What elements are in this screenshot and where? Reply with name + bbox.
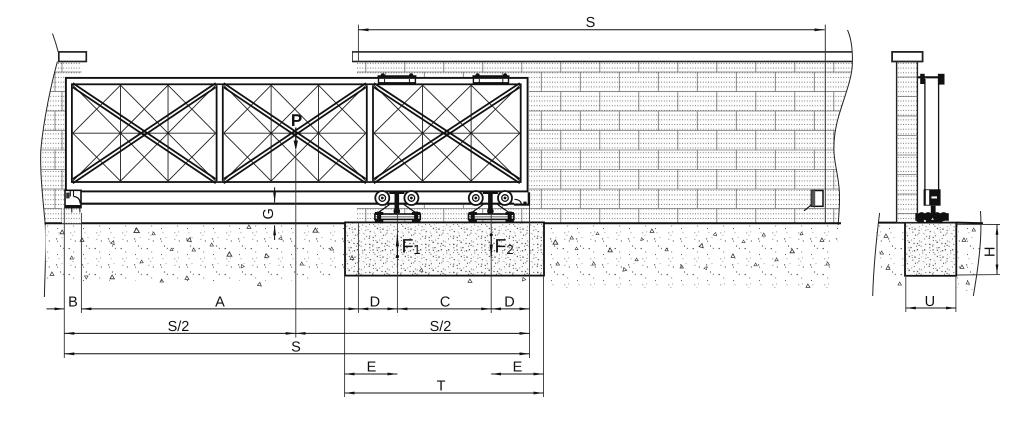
svg-text:C: C (440, 295, 450, 311)
svg-text:D: D (370, 295, 380, 311)
svg-text:E: E (367, 360, 377, 376)
svg-text:S/2: S/2 (430, 319, 452, 335)
svg-text:D: D (504, 295, 514, 311)
svg-text:P: P (291, 111, 302, 130)
svg-text:G: G (261, 208, 277, 219)
svg-text:A: A (215, 295, 225, 311)
svg-text:S: S (291, 339, 301, 355)
svg-text:T: T (437, 379, 446, 395)
svg-text:E: E (513, 360, 523, 376)
svg-text:S: S (586, 15, 596, 31)
svg-text:H: H (982, 247, 998, 257)
svg-text:B: B (68, 295, 78, 311)
svg-text:U: U (925, 294, 935, 310)
svg-text:S/2: S/2 (168, 319, 190, 335)
